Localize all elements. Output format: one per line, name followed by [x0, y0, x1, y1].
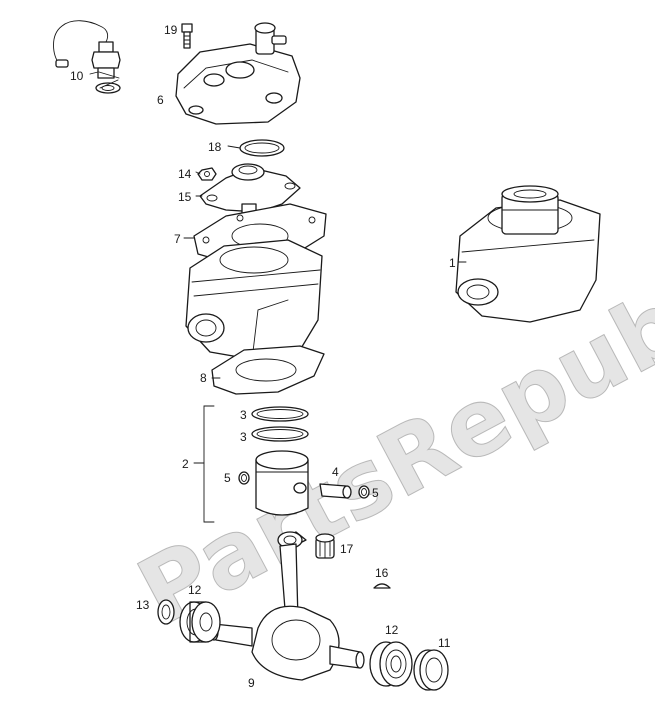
- part-1-cylinder-set[interactable]: [455, 185, 601, 323]
- callout-6: 6: [157, 93, 164, 107]
- callout-7: 7: [174, 232, 181, 246]
- callout-19: 19: [164, 23, 178, 37]
- part-13-oil-seal-left[interactable]: [157, 599, 175, 625]
- callout-3a: 3: [240, 408, 247, 422]
- part-15-head-flange[interactable]: [199, 163, 301, 219]
- part-4-piston-pin[interactable]: [319, 483, 352, 499]
- part-12-bearing-right[interactable]: [369, 641, 413, 687]
- part-14-nut[interactable]: [197, 167, 217, 181]
- part-5-circlip-right[interactable]: [358, 485, 370, 499]
- callout-5b: 5: [372, 486, 379, 500]
- callouts: 19 6 10 18 14 15 7 1 8 3 3 2 5 4 5 17 16…: [70, 23, 456, 690]
- callout-12b: 12: [385, 623, 399, 637]
- callout-3b: 3: [240, 430, 247, 444]
- callout-2: 2: [182, 457, 189, 471]
- left-cylinder: [185, 239, 323, 361]
- part-12-bearing-left[interactable]: [179, 601, 221, 643]
- callout-14: 14: [178, 167, 192, 181]
- part-3-piston-ring-lower[interactable]: [251, 426, 309, 442]
- part-17-needle-bearing[interactable]: [315, 533, 335, 559]
- callout-13: 13: [136, 598, 150, 612]
- callout-16: 16: [375, 566, 389, 580]
- callout-12a: 12: [188, 583, 202, 597]
- callout-9: 9: [248, 676, 255, 690]
- callout-11: 11: [438, 636, 451, 650]
- callout-18: 18: [208, 140, 222, 154]
- leader-lines: [98, 71, 467, 379]
- group-2-bracket: [193, 405, 215, 523]
- callout-15: 15: [178, 190, 192, 204]
- part-18-o-ring[interactable]: [239, 139, 285, 157]
- part-8-base-gasket[interactable]: [211, 345, 325, 395]
- part-10-temperature-sensor[interactable]: [53, 20, 121, 94]
- callout-4: 4: [332, 465, 339, 479]
- callout-10: 10: [70, 69, 84, 83]
- part-19-bolt[interactable]: [181, 23, 193, 49]
- callout-8: 8: [200, 371, 207, 385]
- part-11-oil-seal-right[interactable]: [413, 649, 449, 691]
- piston[interactable]: [255, 450, 309, 516]
- part-6-cylinder-head[interactable]: [175, 22, 301, 125]
- callout-1: 1: [449, 256, 456, 270]
- part-3-piston-ring-upper[interactable]: [251, 406, 309, 422]
- part-16-woodruff-key[interactable]: [373, 583, 391, 589]
- callout-17: 17: [340, 542, 354, 556]
- callout-5a: 5: [224, 471, 231, 485]
- part-5-circlip-left[interactable]: [238, 471, 250, 485]
